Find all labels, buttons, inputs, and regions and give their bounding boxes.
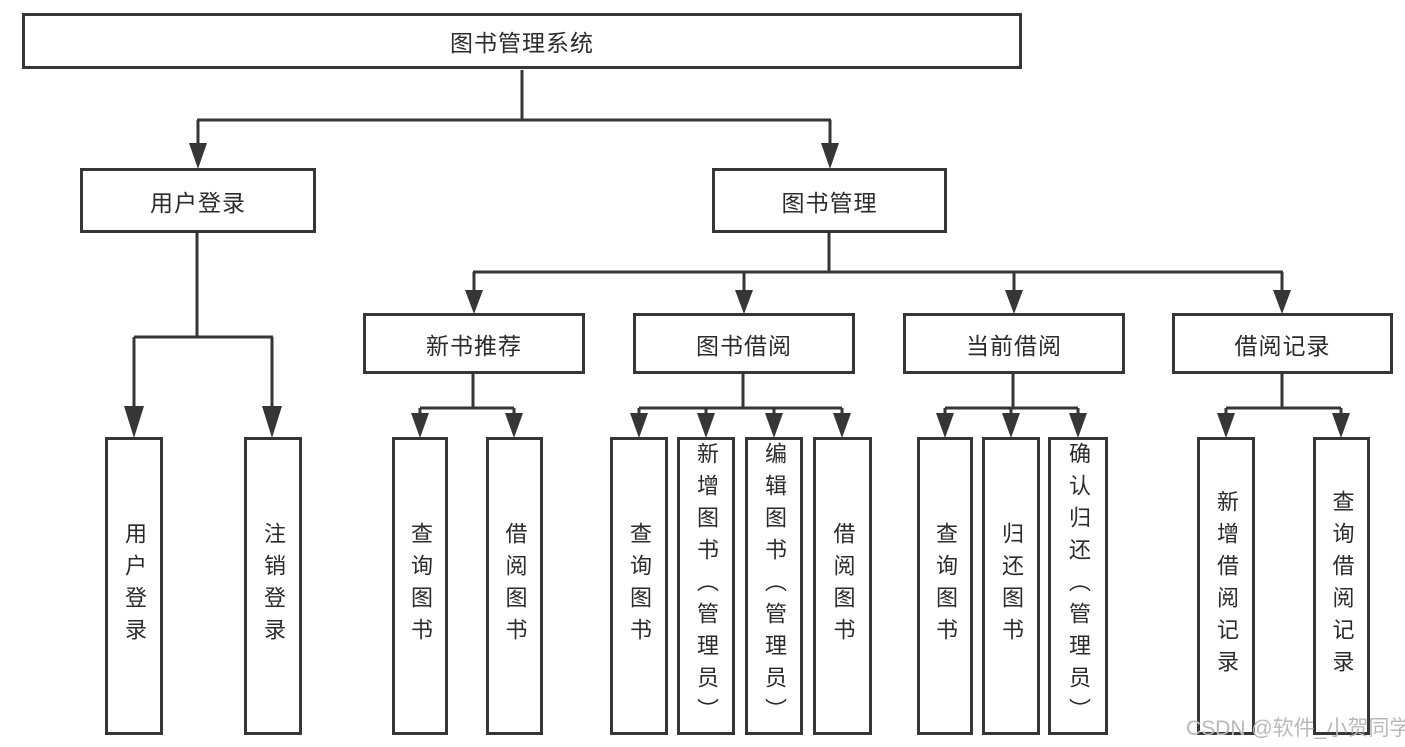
node-label: 确认归还（管理员） (1066, 442, 1091, 730)
connector-borrow-to-leaves (637, 374, 844, 416)
node-leaf-borrow-books: 借阅图书 (813, 437, 872, 735)
node-label: 图书管理 (781, 189, 878, 216)
node-leaf-logout: 注销登录 (244, 437, 302, 735)
connector-records-to-leaves (1224, 374, 1343, 416)
connector-newrec-to-leaves (418, 374, 516, 416)
node-user-login-branch: 用户登录 (80, 168, 316, 233)
node-label: 借阅图书 (502, 522, 528, 650)
node-book-borrow: 图书借阅 (633, 313, 855, 374)
connector-root-to-level2 (196, 70, 832, 146)
node-label: 查询图书 (933, 522, 958, 650)
node-leaf-add-books-admin: 新增图书（管理员） (677, 437, 735, 735)
node-current-borrow: 当前借阅 (903, 313, 1125, 374)
node-label: 注销登录 (261, 522, 286, 650)
node-label: 查询图书 (627, 522, 652, 650)
node-leaf-confirm-return-admin: 确认归还（管理员） (1048, 437, 1108, 735)
node-label: 图书借阅 (696, 332, 792, 359)
node-leaf-query-books-borrow: 查询图书 (610, 437, 668, 735)
node-label: 新书推荐 (426, 332, 522, 359)
node-label: 借阅图书 (830, 522, 856, 650)
connector-current-to-leaves (943, 374, 1080, 416)
node-label: 图书管理系统 (450, 30, 594, 56)
node-label: 用户登录 (122, 522, 147, 650)
node-new-book-recommend: 新书推荐 (363, 313, 585, 374)
node-label: 归还图书 (999, 522, 1024, 650)
node-leaf-return-books: 归还图书 (982, 437, 1040, 735)
node-label: 查询图书 (408, 522, 433, 650)
node-label: 新增图书（管理员） (694, 442, 719, 730)
node-label: 查询借阅记录 (1329, 490, 1355, 682)
node-root-system: 图书管理系统 (22, 13, 1022, 69)
connector-userlogin-to-leaves (132, 233, 274, 409)
node-leaf-query-books-rec: 查询图书 (392, 437, 448, 735)
node-leaf-borrow-books-rec: 借阅图书 (486, 437, 543, 735)
node-leaf-query-borrow-record: 查询借阅记录 (1313, 437, 1370, 735)
node-label: 用户登录 (150, 189, 246, 216)
node-borrow-records: 借阅记录 (1172, 313, 1393, 374)
node-leaf-user-login: 用户登录 (105, 437, 163, 735)
connector-bookmgmt-to-level3 (472, 233, 1284, 292)
csdn-watermark: CSDN @软件_小贺同学 (1186, 717, 1405, 740)
node-label: 新增借阅记录 (1214, 490, 1239, 682)
node-label: 当前借阅 (966, 332, 1062, 359)
node-label: 借阅记录 (1234, 332, 1331, 359)
node-leaf-edit-books-admin: 编辑图书（管理员） (745, 437, 803, 735)
node-book-management-branch: 图书管理 (712, 168, 947, 233)
node-label: 编辑图书（管理员） (762, 442, 787, 730)
node-leaf-query-books-current: 查询图书 (917, 437, 973, 735)
node-leaf-add-borrow-record: 新增借阅记录 (1197, 437, 1255, 735)
